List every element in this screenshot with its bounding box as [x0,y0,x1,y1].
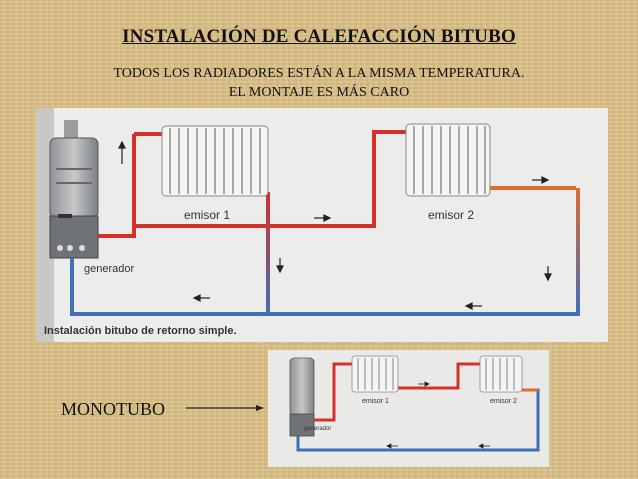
radiator-emitter-1 [161,125,269,197]
pointer-arrow-icon [186,405,264,411]
slide-subtitle: TODOS LOS RADIADORES ESTÁN A LA MISMA TE… [0,64,638,102]
label-emitter-1: emisor 1 [184,208,230,222]
monotubo-label: MONOTUBO [61,399,166,419]
mono-generator-boiler [289,357,315,437]
mono-label-generator: generador [304,426,331,432]
subtitle-line-1: TODOS LOS RADIADORES ESTÁN A LA MISMA TE… [113,66,525,81]
subtitle-line-2: EL MONTAJE ES MÁS CARO [228,85,410,100]
flow-arrows [118,140,552,310]
radiator-emitter-2 [405,123,491,197]
label-emitter-2: emisor 2 [428,208,474,222]
bitubo-diagram: emisor 1 emisor 2 generador Instalación … [36,108,608,342]
return-pipes [70,258,578,316]
mono-flow-arrows [386,381,490,449]
emitter1-return-riser [266,192,270,314]
mono-pipe-loop [296,362,540,452]
slide-title: INSTALACIÓN DE CALEFACCIÓN BITUBO [122,26,516,47]
mono-label-emitter-2: emisor 2 [490,398,517,405]
monotubo-diagram: emisor 1 emisor 2 generador [268,350,549,467]
mono-radiator-2 [479,355,523,393]
mono-radiator-1 [351,355,399,393]
mono-label-emitter-1: emisor 1 [362,398,389,405]
label-generator: generador [84,263,134,275]
monotubo-diagram-svg: emisor 1 emisor 2 generador [289,355,540,452]
generator-boiler [49,120,99,259]
emitter2-return-riser [576,188,580,316]
diagram-caption: Instalación bitubo de retorno simple. [44,325,237,337]
bitubo-diagram-svg: emisor 1 emisor 2 generador Instalación … [36,108,580,342]
supply-pipes [98,130,576,238]
